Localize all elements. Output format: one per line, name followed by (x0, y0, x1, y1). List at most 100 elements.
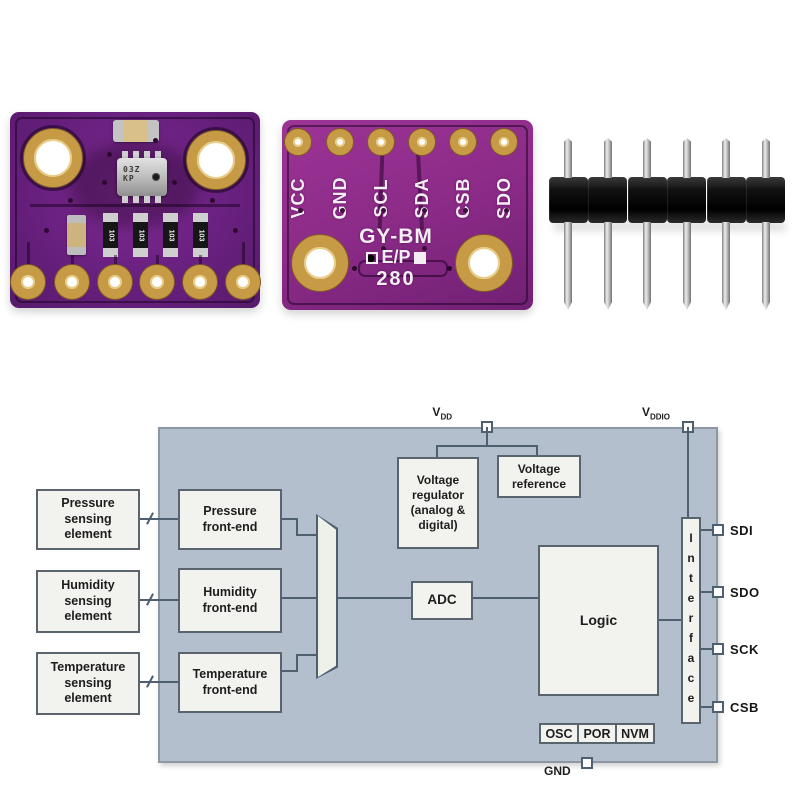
pcb-trace (242, 242, 245, 266)
sdo-pad (712, 586, 724, 598)
header-insulator (628, 177, 667, 223)
wire (296, 518, 298, 536)
gnd-pad (581, 757, 593, 769)
vdd-label: VDD (432, 405, 452, 422)
humidity-sensing-block: Humidity sensing element (36, 570, 140, 633)
osc-por-nvm-row: OSC POR NVM (539, 723, 655, 744)
header-pin (643, 138, 651, 178)
interface-label: Interface (684, 530, 698, 711)
pin-hole (368, 129, 394, 155)
wire (296, 654, 298, 672)
resistor: 103 (133, 213, 148, 257)
chip-pins (122, 151, 162, 158)
osc-block: OSC (539, 723, 579, 744)
wire (282, 670, 298, 672)
trace-ring (20, 125, 86, 191)
resistor-marking: 103 (197, 229, 204, 241)
silk-pin-label: SDA (411, 177, 432, 219)
silk-variant-row: E/P (322, 247, 470, 268)
capacitor (113, 120, 159, 142)
pcb-trace (30, 204, 240, 207)
solder-pad-hole (98, 265, 132, 299)
wire (140, 681, 178, 683)
header-pin (683, 222, 691, 310)
resistor: 103 (163, 213, 178, 257)
logic-block: Logic (538, 545, 659, 696)
pcb-edge-trace (287, 125, 528, 305)
checkbox-marked (366, 251, 379, 264)
silk-pin-label: VCC (287, 177, 308, 219)
resistor-marking: 103 (107, 229, 114, 241)
pcb-trace (156, 255, 159, 267)
mounting-hole (24, 129, 82, 187)
voltage-reference-block: Voltage reference (497, 455, 581, 498)
sdi-label: SDI (730, 523, 754, 538)
silk-pin-label: SCL (370, 178, 391, 218)
interface-block: Interface (681, 517, 701, 724)
csb-label: CSB (730, 700, 759, 715)
por-block: POR (577, 723, 617, 744)
solder-pad-hole (55, 265, 89, 299)
mounting-hole (292, 235, 348, 291)
wire (436, 445, 538, 447)
wire (296, 534, 318, 536)
wire (140, 518, 178, 520)
pin-hole (327, 129, 353, 155)
mux-shape-fill (318, 516, 336, 677)
trace-ring (183, 127, 249, 193)
header-pin (762, 222, 770, 310)
nvm-block: NVM (615, 723, 655, 744)
header-pin (604, 222, 612, 310)
wire (436, 445, 438, 458)
header-pin (683, 138, 691, 178)
silk-pin-label: CSB (452, 177, 473, 219)
solder-pad-hole (11, 265, 45, 299)
solder-pad-hole (140, 265, 174, 299)
chip-pins (122, 196, 162, 203)
pcb-trace (71, 255, 74, 267)
pcb-trace (27, 242, 30, 266)
temperature-frontend-block: Temperature front-end (178, 652, 282, 713)
silk-pin-label: GND (329, 176, 350, 220)
pin-hole (285, 129, 311, 155)
resistor: 103 (103, 213, 118, 257)
pin-hole (491, 129, 517, 155)
adc-block: ADC (411, 581, 473, 620)
pressure-frontend-block: Pressure front-end (178, 489, 282, 550)
pin-header-photo (548, 136, 790, 314)
pin-hole (409, 129, 435, 155)
wire (701, 529, 713, 531)
wire (338, 597, 413, 599)
sdi-pad (712, 524, 724, 536)
resistor-marking: 103 (137, 229, 144, 241)
wire (140, 599, 178, 601)
wire (701, 648, 713, 650)
silk-variant: E/P (381, 247, 411, 267)
wire (659, 619, 683, 621)
header-insulator (588, 177, 627, 223)
header-insulator (746, 177, 785, 223)
gnd-label: GND (544, 764, 571, 778)
pcb-trace-loop (358, 260, 448, 277)
chip-marking: 03Z KP (123, 165, 141, 183)
header-insulator (667, 177, 706, 223)
humidity-frontend-block: Humidity front-end (178, 568, 282, 633)
wire (486, 427, 488, 447)
pcb-trace (199, 255, 202, 267)
pin-hole (450, 129, 476, 155)
wire (687, 427, 689, 517)
header-pin (762, 138, 770, 178)
silk-title: GY-BM (359, 225, 433, 248)
wire (473, 597, 540, 599)
header-shadow (554, 222, 786, 231)
header-pin (564, 222, 572, 310)
wire (296, 654, 318, 656)
resistor-marking: 103 (167, 229, 174, 241)
resistor: 103 (193, 213, 208, 257)
silk-number: 280 (376, 268, 416, 290)
sensor-chip: 03Z KP (117, 158, 167, 196)
mounting-hole (187, 131, 245, 189)
vddio-label: VDDIO (641, 405, 670, 422)
sensor-vent-hole (152, 173, 160, 181)
